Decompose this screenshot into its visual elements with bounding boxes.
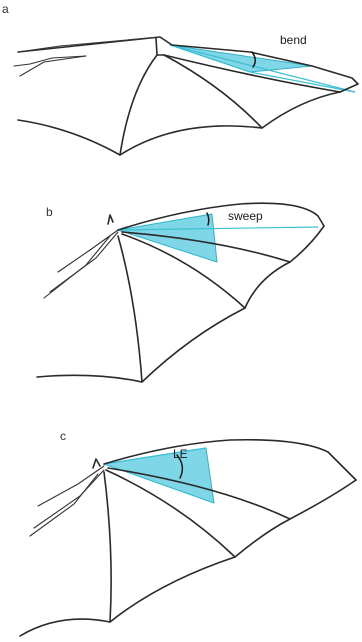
le-region [104, 448, 214, 503]
panel-a: a bend [2, 2, 358, 155]
wing-b-finger-1 [118, 236, 142, 382]
panel-b-letter: b [46, 205, 53, 219]
wing-a-thumb [156, 38, 164, 55]
wing-a-finger-1 [120, 55, 157, 155]
wing-b-thumb [108, 215, 113, 224]
wing-c-arm-1 [38, 466, 104, 506]
sweep-label: sweep [228, 209, 263, 223]
panel-b: b sweep [37, 203, 324, 382]
wing-b-arm-2 [50, 232, 118, 292]
wing-c-thumb [93, 459, 100, 468]
bend-reference-line [170, 45, 355, 92]
wing-c-finger-1 [104, 472, 111, 622]
bend-label: bend [280, 33, 307, 47]
wing-a-body-line-2 [20, 56, 86, 76]
wing-c-trailing-edge [20, 480, 356, 636]
panel-c: c LE [20, 429, 356, 636]
le-label: LE [173, 447, 188, 461]
bend-region [170, 45, 312, 72]
wing-a-trailing-edge [18, 92, 340, 155]
panel-c-letter: c [60, 429, 66, 443]
wing-c-arm-2 [34, 470, 104, 528]
panel-a-letter: a [2, 2, 9, 16]
wing-b-arm-1 [58, 230, 118, 272]
